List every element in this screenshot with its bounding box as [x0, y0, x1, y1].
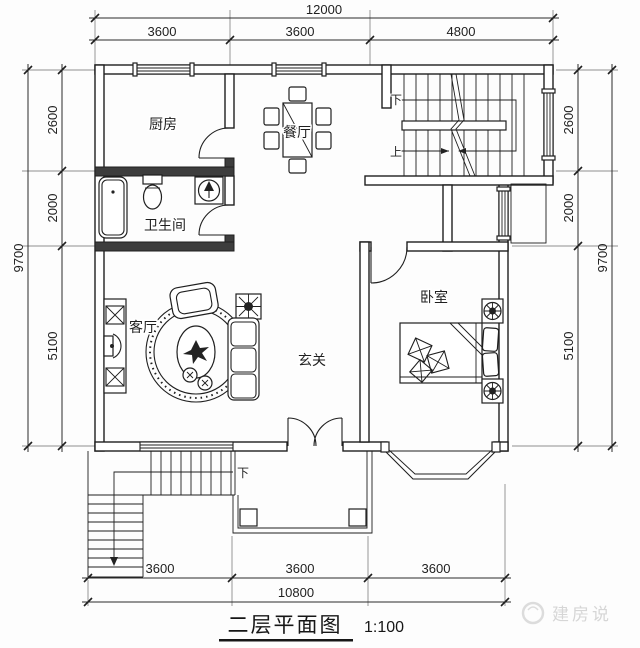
wall-bottom-mid — [342, 441, 388, 452]
watermark-text: 建房说 — [552, 605, 612, 624]
pillows — [481, 327, 500, 377]
dimension-bottom: 3600 3600 3600 10800 — [82, 561, 511, 607]
stair-break-line — [450, 73, 476, 177]
drawing-title: 二层平面图 1:100 — [219, 614, 404, 642]
window-living-bottom — [139, 441, 234, 452]
doors — [198, 127, 408, 447]
wall-bedroom-top-b — [406, 241, 509, 252]
title-underline — [219, 639, 353, 642]
foyer-label: 玄关 — [298, 352, 326, 368]
wall-kitchen-right — [224, 73, 235, 129]
bedroom-door — [370, 246, 408, 284]
dim-bottom-seg2: 3600 — [286, 561, 315, 576]
bay-window — [380, 441, 501, 480]
watermark: 建房说 — [521, 601, 612, 625]
bed-fold — [449, 322, 483, 356]
exterior-stair-arrow — [113, 471, 233, 560]
dimension-right: 2600 2000 5100 9700 — [561, 64, 617, 452]
bed-quilt-pattern — [407, 337, 450, 384]
dim-left-seg2: 2000 — [45, 194, 60, 223]
dim-left-total: 9700 — [11, 244, 26, 273]
dim-top-seg1: 3600 — [148, 24, 177, 39]
wall-kitchen-bottom — [94, 166, 235, 177]
dim-left-seg1: 2600 — [45, 106, 60, 135]
watermark-logo-icon — [521, 601, 545, 625]
side-balcony-parapet — [510, 183, 547, 244]
bathroom-label: 卫生间 — [144, 217, 186, 233]
nightstand-top — [481, 298, 504, 324]
dim-bottom-seg3: 3600 — [422, 561, 451, 576]
living-label: 客厅 — [129, 319, 157, 335]
title-text: 二层平面图 — [228, 614, 343, 637]
porch-column-right — [348, 508, 367, 527]
dimension-top: 12000 3600 3600 4800 — [89, 2, 559, 45]
title-scale: 1:100 — [364, 619, 404, 636]
kitchen-label: 厨房 — [149, 116, 177, 132]
wall-bath-bottom — [94, 241, 235, 252]
wall-below-stair — [364, 175, 554, 186]
bathroom-door — [198, 204, 230, 236]
wall-stair-left — [381, 64, 392, 109]
bathtub — [98, 176, 128, 239]
dining-label: 餐厅 — [283, 124, 311, 140]
stair-walk-line — [399, 99, 517, 152]
tv-cabinet — [103, 298, 127, 394]
dim-top-seg3: 4800 — [447, 24, 476, 39]
plant — [235, 293, 262, 320]
extension-lines — [22, 10, 618, 606]
dim-top-total: 12000 — [306, 2, 342, 17]
coffee-table — [176, 325, 216, 379]
toilet — [142, 174, 163, 210]
stools — [182, 367, 213, 391]
washbasin — [194, 176, 224, 205]
window-dining — [271, 62, 327, 77]
dim-top-seg2: 3600 — [286, 24, 315, 39]
nightstand-bottom — [481, 378, 504, 404]
window-kitchen — [132, 62, 195, 77]
windows — [132, 62, 556, 452]
stair-up-label: 上 — [390, 145, 402, 159]
dimension-left: 2600 2000 5100 9700 — [11, 64, 67, 452]
dim-right-seg3: 5100 — [561, 332, 576, 361]
dim-right-seg2: 2000 — [561, 194, 576, 223]
dim-left-seg3: 5100 — [45, 332, 60, 361]
exterior-stair-down-label: 下 — [237, 466, 249, 480]
interior-walls — [94, 64, 554, 443]
wall-hall-stub — [442, 184, 453, 252]
bedroom-label: 卧室 — [420, 289, 448, 305]
staircase-exterior: 下 — [87, 451, 250, 578]
porch-column-left — [239, 508, 258, 527]
bedroom-furniture — [399, 298, 504, 404]
wall-bedroom-left — [359, 241, 370, 443]
stair-down-label: 下 — [390, 93, 402, 107]
entrance-double-door — [287, 417, 343, 447]
living-room-furniture — [103, 281, 262, 403]
kitchen-door — [198, 127, 230, 159]
porch — [232, 451, 373, 534]
wall-left — [94, 64, 105, 452]
wall-bath-right — [224, 175, 235, 206]
sofa-three-seat — [227, 317, 260, 401]
window-stair-right — [541, 88, 556, 161]
dim-bottom-total: 10800 — [278, 585, 314, 600]
window-hall-right — [496, 186, 511, 241]
staircase-upper: 下 上 — [389, 73, 525, 177]
armchair — [169, 281, 219, 320]
dim-right-seg1: 2600 — [561, 106, 576, 135]
dim-bottom-seg1: 3600 — [146, 561, 175, 576]
dim-right-total: 9700 — [595, 244, 610, 273]
dining-set — [263, 86, 332, 174]
bathroom-fixtures — [98, 174, 224, 239]
